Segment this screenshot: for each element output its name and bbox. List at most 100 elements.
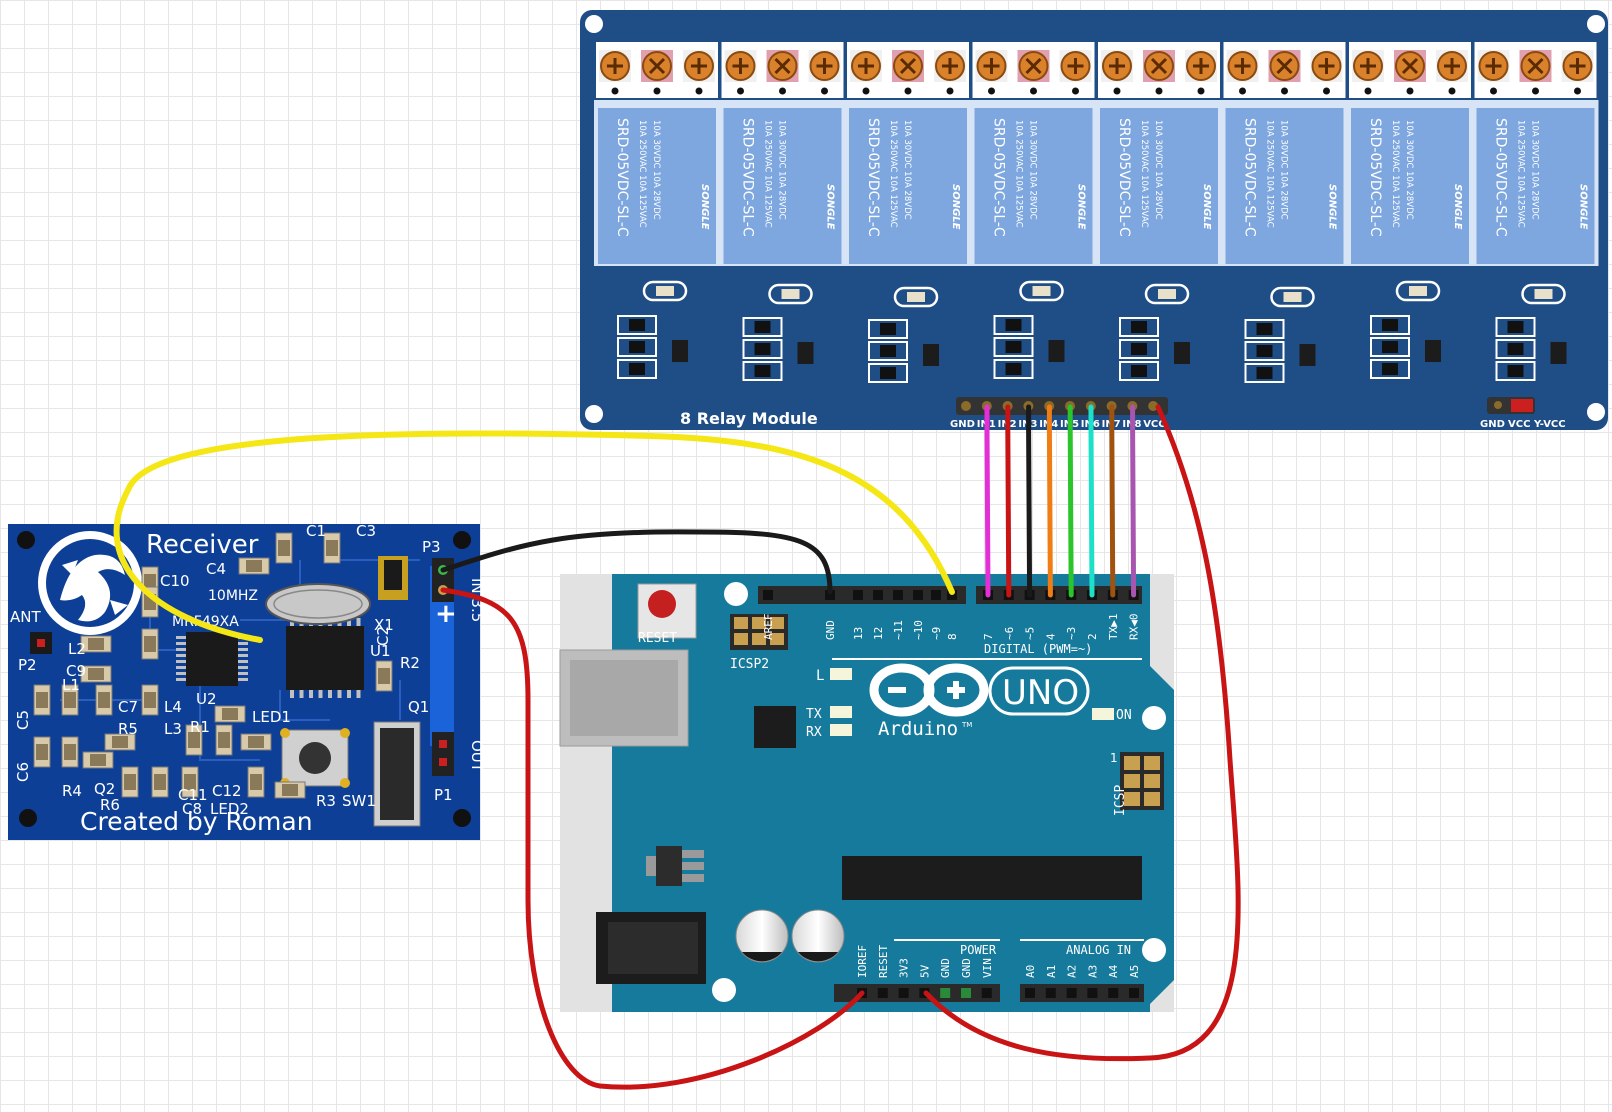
digital-pin-13[interactable] xyxy=(853,590,863,600)
smd-component xyxy=(754,321,771,333)
icsp-pin[interactable] xyxy=(1124,756,1140,770)
power-pin-3v3[interactable] xyxy=(898,988,909,998)
mount-hole xyxy=(1587,15,1605,33)
atmega-chip xyxy=(842,856,1142,900)
analog-pin-a1[interactable] xyxy=(1045,988,1056,998)
relay-model-label: SRD-05VDC-SL-C xyxy=(1493,118,1509,237)
power-pin-gnd[interactable] xyxy=(940,988,951,998)
wire-relay-in1[interactable] xyxy=(984,404,991,598)
analog-pin-label: A4 xyxy=(1107,964,1120,978)
optocoupler-chip xyxy=(1048,340,1065,362)
icsp2-pin[interactable] xyxy=(734,617,748,629)
chip-u2 xyxy=(186,632,238,686)
optocoupler-chip xyxy=(672,340,688,362)
analog-pin-a2[interactable] xyxy=(1066,988,1077,998)
digital-pin-~9[interactable] xyxy=(931,590,941,600)
input-pin-label: IN 3.5 xyxy=(468,578,486,622)
wire-relay-in3[interactable] xyxy=(1026,404,1033,598)
icsp-pin[interactable] xyxy=(1144,774,1160,788)
digital-pin-GND[interactable] xyxy=(825,590,835,600)
reset-button[interactable] xyxy=(648,590,676,618)
wire-relay-in6[interactable] xyxy=(1088,404,1095,598)
rf-receiver-board[interactable]: Receiver Created by Roman 10MHZ MRF49XA … xyxy=(8,522,486,840)
reset-label: RESET xyxy=(638,631,677,646)
component-label: C10 xyxy=(160,572,190,590)
digital-pin-AREF[interactable] xyxy=(763,590,773,600)
relay-module-board[interactable]: SRD-05VDC-SL-C 10A 250VAC 10A 125VAC 10A 3… xyxy=(580,10,1608,430)
wire-yellow-antenna-to-pin8[interactable] xyxy=(113,430,955,643)
icsp2-pin[interactable] xyxy=(752,633,766,645)
component-label: C6 xyxy=(14,762,32,782)
icsp-pin[interactable] xyxy=(1144,792,1160,806)
relay-led xyxy=(642,280,688,302)
smd-component xyxy=(247,766,265,798)
smd-component xyxy=(880,345,896,357)
icsp2-pin[interactable] xyxy=(770,617,784,629)
arduino-uno-board[interactable]: RESET ICSP2 1 ICSP xyxy=(559,574,1174,1012)
power-pin-gnd[interactable] xyxy=(961,988,971,998)
relay-pin-gnd[interactable] xyxy=(961,401,971,411)
wire-relay-in7[interactable] xyxy=(1109,404,1116,598)
analog-pin-a5[interactable] xyxy=(1129,988,1139,998)
power-pin-reset[interactable] xyxy=(877,988,888,998)
icsp2-pin[interactable] xyxy=(734,633,748,645)
digital-pin-~10[interactable] xyxy=(913,590,923,600)
relay-rating-label: 10A 250VAC 10A 125VAC xyxy=(1390,120,1400,228)
smd-component xyxy=(754,343,771,355)
component-label: C9 xyxy=(66,662,86,680)
component-label: R3 xyxy=(316,792,336,810)
digital-pin-12[interactable] xyxy=(873,590,883,600)
wire-relay-in8[interactable] xyxy=(1130,404,1137,598)
analog-pin-a4[interactable] xyxy=(1108,988,1119,998)
icsp2-pin[interactable] xyxy=(752,617,766,629)
relay-pin-vcc[interactable] xyxy=(1148,401,1159,411)
vcc-jumper-cap[interactable] xyxy=(1511,399,1533,412)
wire-relay-in4[interactable] xyxy=(1046,404,1053,598)
wire-red-5v-to-relay-vcc[interactable] xyxy=(923,404,1241,1062)
smd-component xyxy=(1005,341,1022,353)
digital-pin-8[interactable] xyxy=(947,590,957,600)
smd-component xyxy=(1256,367,1273,379)
plus-sign: + xyxy=(435,599,457,629)
relay-rating-label: 10A 30VDC 10A 28VDC xyxy=(1530,120,1540,220)
power-pin-vin[interactable] xyxy=(981,988,992,998)
usb-chip xyxy=(754,706,796,748)
component-label: P2 xyxy=(18,656,37,674)
icsp2-label: ICSP2 xyxy=(730,657,769,672)
component-label: SW1 xyxy=(342,792,376,810)
dragon-emblem-icon xyxy=(38,531,142,635)
pushbutton-cap[interactable] xyxy=(299,742,331,774)
led-l xyxy=(830,668,852,680)
led-l-label: L xyxy=(816,668,824,684)
component-label: U2 xyxy=(196,690,217,708)
wire-relay-in5[interactable] xyxy=(1067,404,1074,598)
relay-body xyxy=(849,108,967,264)
wires xyxy=(113,404,1241,1090)
wire-red-p3-to-5v[interactable] xyxy=(440,587,865,1090)
led-rx-label: RX xyxy=(806,725,822,740)
analog-pin-a0[interactable] xyxy=(1025,988,1035,998)
jumper-pin-label: GND xyxy=(1480,419,1505,430)
uno-badge xyxy=(988,666,1090,716)
component-label: P3 xyxy=(422,538,441,556)
digital-pin-~11[interactable] xyxy=(893,590,903,600)
analog-pin-a3[interactable] xyxy=(1087,988,1098,998)
optocoupler-chip xyxy=(923,344,939,366)
component-label: U1 xyxy=(370,642,391,660)
optocoupler-chip xyxy=(1550,342,1567,364)
smd-component xyxy=(82,751,114,769)
smd-component xyxy=(1131,365,1147,377)
relay-led xyxy=(1395,280,1441,302)
wire-relay-in2[interactable] xyxy=(1005,404,1012,598)
electrolytic-capacitor xyxy=(735,909,789,963)
icsp-pin[interactable] xyxy=(1124,774,1140,788)
relay-body xyxy=(1100,108,1218,264)
wire-black-p3-to-gnd[interactable] xyxy=(440,529,833,595)
digital-pin-label: GND xyxy=(824,620,837,640)
chip-u1 xyxy=(286,626,364,690)
icsp2-pin[interactable] xyxy=(770,633,784,645)
smd-component xyxy=(1507,321,1524,333)
icsp-pin[interactable] xyxy=(1144,756,1160,770)
icsp-pin[interactable] xyxy=(1124,792,1140,806)
